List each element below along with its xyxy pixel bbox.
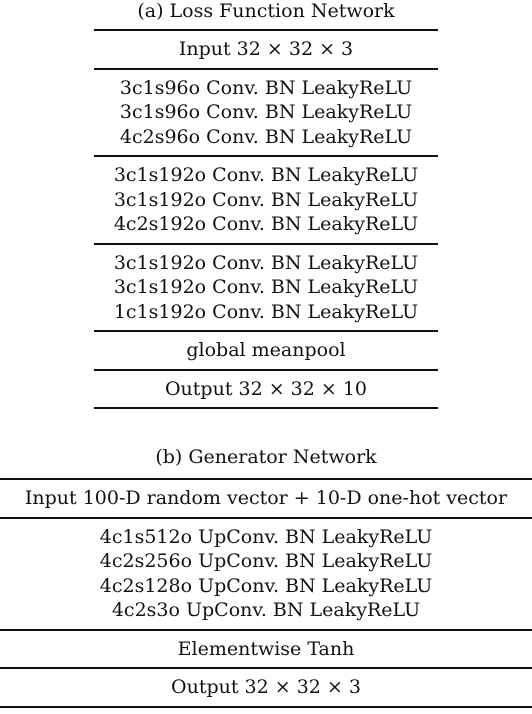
table-b-upconv-block: 4c1s512o UpConv. BN LeakyReLU 4c2s256o U… xyxy=(0,519,532,631)
table-a-caption: (a) Loss Function Network xyxy=(137,0,395,22)
table-b-caption: (b) Generator Network xyxy=(155,446,377,468)
table-a-row: 3c1s192o Conv. BN LeakyReLU xyxy=(113,251,419,274)
table-a-row: 1c1s192o Conv. BN LeakyReLU xyxy=(113,300,419,323)
table-b-row: Elementwise Tanh xyxy=(177,637,355,660)
table-a-row: Input 32 × 32 × 3 xyxy=(178,38,354,60)
table-b-row: 4c2s128o UpConv. BN LeakyReLU xyxy=(99,574,433,597)
table-a-row: 3c1s96o Conv. BN LeakyReLU xyxy=(119,76,413,99)
table-b-row: Input 100-D random vector + 10-D one-hot… xyxy=(24,487,508,509)
table-a-row: 3c1s192o Conv. BN LeakyReLU xyxy=(113,188,419,211)
table-a-conv-block-2: 3c1s192o Conv. BN LeakyReLU 3c1s192o Con… xyxy=(94,157,438,245)
generator-network-table: Input 100-D random vector + 10-D one-hot… xyxy=(0,478,532,708)
table-b-tanh-section: Elementwise Tanh xyxy=(0,631,532,669)
table-a-row: 3c1s96o Conv. BN LeakyReLU xyxy=(119,101,413,123)
table-a-row: Output 32 × 32 × 10 xyxy=(164,377,368,400)
table-a-conv-block-3: 3c1s192o Conv. BN LeakyReLU 3c1s192o Con… xyxy=(94,245,438,332)
table-b-input-section: Input 100-D random vector + 10-D one-hot… xyxy=(0,480,532,519)
table-b-row: Output 32 × 32 × 3 xyxy=(171,676,361,698)
table-b-row: 4c2s3o UpConv. BN LeakyReLU xyxy=(111,599,421,621)
table-a-input-section: Input 32 × 32 × 3 xyxy=(94,31,438,70)
table-a-row: global meanpool xyxy=(186,339,346,361)
table-a-row: 4c2s192o Conv. BN LeakyReLU xyxy=(113,213,419,235)
table-a-row: 4c2s96o Conv. BN LeakyReLU xyxy=(119,125,413,148)
table-a-output-section: Output 32 × 32 × 10 xyxy=(94,371,438,409)
loss-function-network-table: Input 32 × 32 × 3 3c1s96o Conv. BN Leaky… xyxy=(94,29,438,409)
table-a-conv-block-1: 3c1s96o Conv. BN LeakyReLU 3c1s96o Conv.… xyxy=(94,70,438,157)
table-b-row: 4c1s512o UpConv. BN LeakyReLU xyxy=(99,525,433,548)
table-a-row: 3c1s192o Conv. BN LeakyReLU xyxy=(113,276,419,298)
table-a-pool-section: global meanpool xyxy=(94,332,438,371)
table-b-row: 4c2s256o UpConv. BN LeakyReLU xyxy=(99,550,433,572)
table-a-row: 3c1s192o Conv. BN LeakyReLU xyxy=(113,164,419,186)
table-b-output-section: Output 32 × 32 × 3 xyxy=(0,669,532,708)
